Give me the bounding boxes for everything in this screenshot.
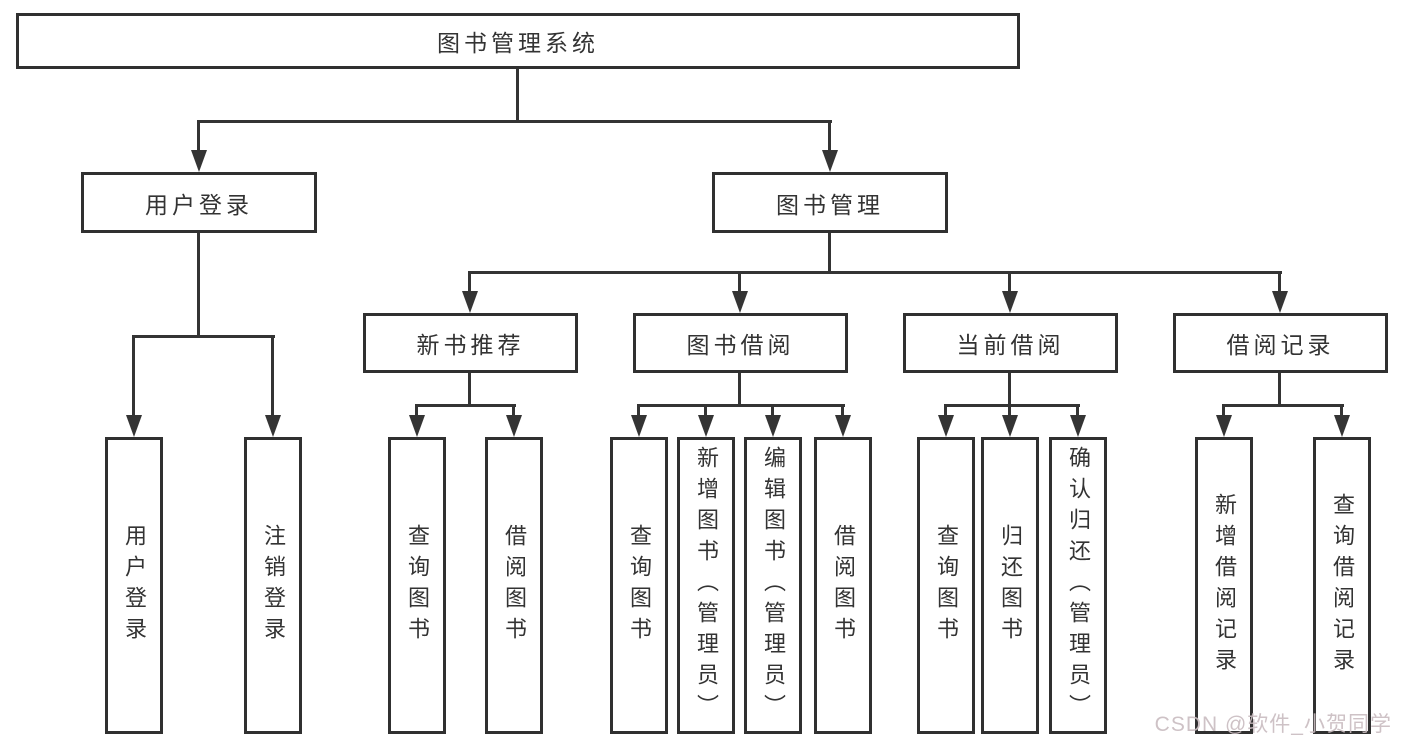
leaf-borrow-books: 借阅图书 (814, 437, 872, 734)
arrow-down-icon (1070, 415, 1086, 437)
connector-drop-leaf-logout (271, 335, 274, 419)
connector-drop (944, 404, 947, 419)
connector-current-borrow-crossbar (944, 404, 1080, 407)
connector-drop-book-management (828, 120, 831, 154)
connector-drop-new-book (468, 271, 471, 295)
arrow-down-icon (126, 415, 142, 437)
watermark: CSDN @软件_小贺同学 (1154, 713, 1392, 736)
arrow-down-icon (191, 150, 207, 172)
node-user-login: 用户登录 (81, 172, 317, 233)
arrow-down-icon (765, 415, 781, 437)
leaf-query-books: 查询图书 (388, 437, 446, 734)
connector-book-management-trunk (828, 233, 831, 274)
connector-user-login-trunk (197, 233, 200, 338)
leaf-confirm-return-admin: 确认归还（管理员） (1049, 437, 1107, 734)
arrow-down-icon (1334, 415, 1350, 437)
connector-drop-borrow-records (1278, 271, 1281, 295)
connector-book-management-crossbar (469, 271, 1282, 274)
connector-drop (1222, 404, 1225, 419)
connector-book-borrow-trunk (738, 373, 741, 406)
arrow-down-icon (1002, 415, 1018, 437)
connector-drop (1076, 404, 1079, 419)
arrow-down-icon (938, 415, 954, 437)
leaf-query-books: 查询图书 (917, 437, 975, 734)
arrow-down-icon (506, 415, 522, 437)
arrow-down-icon (409, 415, 425, 437)
arrow-down-icon (1002, 291, 1018, 313)
connector-user-login-crossbar (132, 335, 275, 338)
leaf-edit-books-admin: 编辑图书（管理员） (744, 437, 802, 734)
leaf-add-books-admin: 新增图书（管理员） (677, 437, 735, 734)
leaf-logout: 注销登录 (244, 437, 302, 734)
connector-drop-user-login (197, 120, 200, 154)
connector-drop (637, 404, 640, 419)
leaf-query-books: 查询图书 (610, 437, 668, 734)
node-new-book-recommend: 新书推荐 (363, 313, 578, 373)
connector-root-trunk (516, 69, 519, 122)
connector-drop (704, 404, 707, 419)
connector-book-borrow-crossbar (637, 404, 845, 407)
connector-borrow-records-crossbar (1222, 404, 1344, 407)
arrow-down-icon (1272, 291, 1288, 313)
connector-drop-current-borrow (1008, 271, 1011, 295)
connector-drop-leaf-login (132, 335, 135, 419)
connector-new-book-crossbar (415, 404, 516, 407)
leaf-query-borrow-record: 查询借阅记录 (1313, 437, 1371, 734)
connector-drop (512, 404, 515, 419)
node-book-borrow: 图书借阅 (633, 313, 848, 373)
connector-drop (415, 404, 418, 419)
connector-drop (771, 404, 774, 419)
arrow-down-icon (822, 150, 838, 172)
connector-root-crossbar (197, 120, 832, 123)
arrow-down-icon (462, 291, 478, 313)
arrow-down-icon (265, 415, 281, 437)
connector-drop (841, 404, 844, 419)
arrow-down-icon (835, 415, 851, 437)
leaf-user-login: 用户登录 (105, 437, 163, 734)
arrow-down-icon (732, 291, 748, 313)
leaf-return-books: 归还图书 (981, 437, 1039, 734)
connector-drop (1340, 404, 1343, 419)
node-borrow-records: 借阅记录 (1173, 313, 1388, 373)
leaf-borrow-books: 借阅图书 (485, 437, 543, 734)
arrow-down-icon (631, 415, 647, 437)
node-book-management: 图书管理 (712, 172, 948, 233)
node-root-system: 图书管理系统 (16, 13, 1020, 69)
connector-current-borrow-trunk (1008, 373, 1011, 406)
connector-new-book-trunk (468, 373, 471, 406)
leaf-add-borrow-record: 新增借阅记录 (1195, 437, 1253, 734)
connector-drop-book-borrow (738, 271, 741, 295)
connector-borrow-records-trunk (1278, 373, 1281, 406)
arrow-down-icon (1216, 415, 1232, 437)
connector-drop (1008, 404, 1011, 419)
arrow-down-icon (698, 415, 714, 437)
node-current-borrow: 当前借阅 (903, 313, 1118, 373)
